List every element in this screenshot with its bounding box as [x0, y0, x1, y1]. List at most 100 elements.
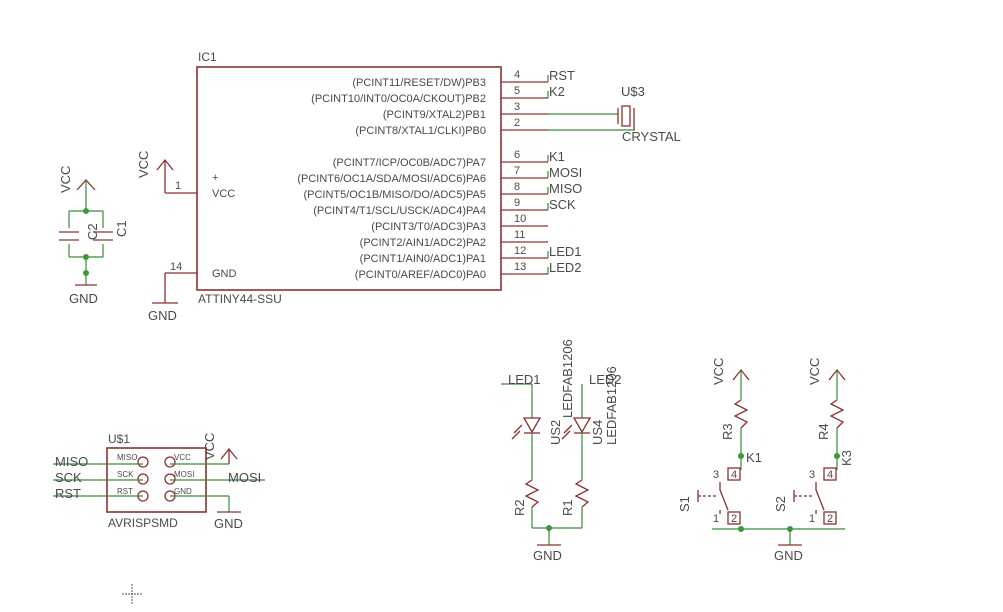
switch-section[interactable]: VCC R3 K1 4 2 3 1 S1 VCC R4 K3 4 2 3 1: [677, 358, 854, 563]
sw-r4-label: R4: [816, 423, 831, 440]
ic1-right-pin-lines: [501, 81, 548, 275]
ic1-pin-num-13: 13: [514, 261, 526, 273]
ic-gnd-symbol: GND: [148, 273, 178, 323]
ic1-pin-label-pa7: (PCINT7/ICP/OC0B/ADC7)PA7: [333, 157, 486, 169]
led-r1-label: R1: [560, 499, 575, 516]
crystal-body: [621, 105, 631, 127]
sw-gnd-label: GND: [774, 548, 803, 563]
led-gnd-label: GND: [533, 548, 562, 563]
ic1-pin-label-pa2: (PCINT2/AIN1/ADC2)PA2: [360, 237, 486, 249]
ic-gnd-label: GND: [148, 308, 177, 323]
sw-k1-label: K1: [746, 450, 762, 465]
cap-gnd-label: GND: [69, 291, 98, 306]
capacitors[interactable]: VCC C2 C1 GND: [58, 166, 129, 306]
ic1-pin-num-12: 12: [514, 245, 526, 257]
isp-pads: [137, 456, 176, 502]
ic1-pin-label-pa0: (PCINT0/AREF/ADC0)PA0: [355, 269, 486, 281]
cap-c1-label: C1: [114, 220, 129, 237]
ic1-pin-label-pa6: (PCINT6/OC1A/SDA/MOSI/ADC6)PA6: [297, 173, 486, 185]
net-label-k1: K1: [549, 149, 565, 164]
led-us2-name: US2: [548, 420, 563, 445]
isp-net-sck: SCK: [55, 470, 82, 485]
isp-header[interactable]: U$1 AVRISPSMD MISO SCK RST VCC MOSI GND …: [53, 432, 265, 531]
ic1-pin-num-2: 2: [514, 117, 520, 129]
ic1-pin-num-4: 4: [514, 69, 520, 81]
ic1-part: ATTINY44-SSU: [198, 292, 282, 306]
isp-pin-rst: RST: [117, 487, 133, 496]
cap-c2-label: C2: [85, 223, 100, 240]
ic1-pin-label-pa1: (PCINT1/AIN0/ADC1)PA1: [360, 253, 486, 265]
isp-net-rst: RST: [55, 486, 81, 501]
crystal-value: CRYSTAL: [622, 129, 681, 144]
led-net-led1: LED1: [508, 372, 541, 387]
sw-vcc1-label: VCC: [711, 358, 726, 385]
net-label-miso: MISO: [549, 181, 582, 196]
ic1-name: IC1: [198, 50, 217, 64]
isp-pin-sck: SCK: [117, 470, 134, 479]
sw-r3-label: R3: [720, 423, 735, 440]
ic1-vcc-label: VCC: [212, 188, 235, 200]
net-label-led1: LED1: [549, 244, 582, 259]
net-label-rst: RST: [549, 68, 575, 83]
ic-vcc-label: VCC: [136, 151, 151, 178]
net-label-led2: LED2: [549, 260, 582, 275]
net-label-k2: K2: [549, 84, 565, 99]
sw1-pin-4: 4: [731, 469, 737, 481]
ic1-pin-label-pa4: (PCINT4/T1/SCL/USCK/ADC4)PA4: [313, 205, 486, 217]
ic1-pin-num-6: 6: [514, 149, 520, 161]
isp-pin-mosi: MOSI: [174, 470, 194, 479]
isp-net-miso: MISO: [55, 454, 88, 469]
ic1-pin-num-7: 7: [514, 165, 520, 177]
led-net-led2: LED2: [589, 372, 622, 387]
sw-s2-label: S2: [773, 496, 788, 512]
sw1-pin-1: 1: [713, 513, 719, 525]
ic1-plus: +: [212, 172, 218, 184]
ic1-gnd-label: GND: [212, 268, 237, 280]
led-r2-label: R2: [512, 499, 527, 516]
isp-name: U$1: [108, 432, 130, 446]
ic1-pin14-num: 14: [170, 261, 182, 273]
ic1[interactable]: IC1 ATTINY44-SSU + VCC GND 1 14 (PCINT11…: [165, 50, 548, 306]
ic1-pin-num-11: 11: [514, 229, 525, 241]
led-us4-part: LEDFAB1206: [604, 366, 619, 445]
isp-part: AVRISPSMD: [108, 516, 178, 530]
sw1-pin-3: 3: [713, 469, 719, 481]
ic1-pin-label-pa5: (PCINT5/OC1B/MISO/DO/ADC5)PA5: [303, 189, 486, 201]
cap-vcc-label: VCC: [58, 166, 73, 193]
net-label-sck: SCK: [549, 197, 576, 212]
sw2-pin-3: 3: [809, 469, 815, 481]
ic-vcc-symbol: VCC: [136, 151, 174, 193]
led-us4-body: [572, 417, 592, 434]
crosshair-cursor-icon: [122, 584, 143, 605]
led-section[interactable]: LED1 US2 LEDFAB1206 R2 LED2 US4 LEDFAB12…: [501, 339, 622, 563]
ic1-pin-label-pb0: (PCINT8/XTAL1/CLKI)PB0: [355, 125, 486, 137]
ic1-pin-label-pb1: (PCINT9/XTAL2)PB1: [383, 109, 486, 121]
ic1-pin1-num: 1: [175, 180, 181, 192]
ic1-pin-label-pa3: (PCINT3/T0/ADC3)PA3: [371, 221, 486, 233]
ic1-pin-label-pb2: (PCINT10/INT0/OC0A/CKOUT)PB2: [311, 93, 486, 105]
sw2-pin-2: 2: [827, 513, 833, 525]
sw2-pin-1: 1: [809, 513, 815, 525]
ic1-pin-num-10: 10: [514, 213, 526, 225]
isp-gnd-label: GND: [214, 516, 243, 531]
sw-vcc2-label: VCC: [807, 358, 822, 385]
ic1-pin-label-pb3: (PCINT11/RESET/DW)PB3: [352, 77, 486, 89]
isp-net-mosi: MOSI: [228, 470, 261, 485]
isp-vcc-label: VCC: [202, 433, 217, 460]
isp-pin-gnd: GND: [174, 487, 192, 496]
crystal-u3[interactable]: U$3 CRYSTAL: [548, 84, 681, 144]
net-label-mosi: MOSI: [549, 165, 582, 180]
sw1-pin-2: 2: [731, 513, 737, 525]
sw-s1-label: S1: [677, 496, 692, 512]
led-us4-name: US4: [590, 420, 605, 445]
crystal-name: U$3: [621, 84, 645, 99]
sw-k3-label: K3: [839, 450, 854, 466]
ic1-pin-num-3: 3: [514, 101, 520, 113]
ic1-pin-num-9: 9: [514, 197, 520, 209]
led-us2-body: [522, 417, 542, 434]
ic1-pin-num-8: 8: [514, 181, 520, 193]
isp-pin-vcc: VCC: [174, 453, 191, 462]
sw2-pin-4: 4: [827, 469, 833, 481]
ic1-pin-num-5: 5: [514, 85, 520, 97]
